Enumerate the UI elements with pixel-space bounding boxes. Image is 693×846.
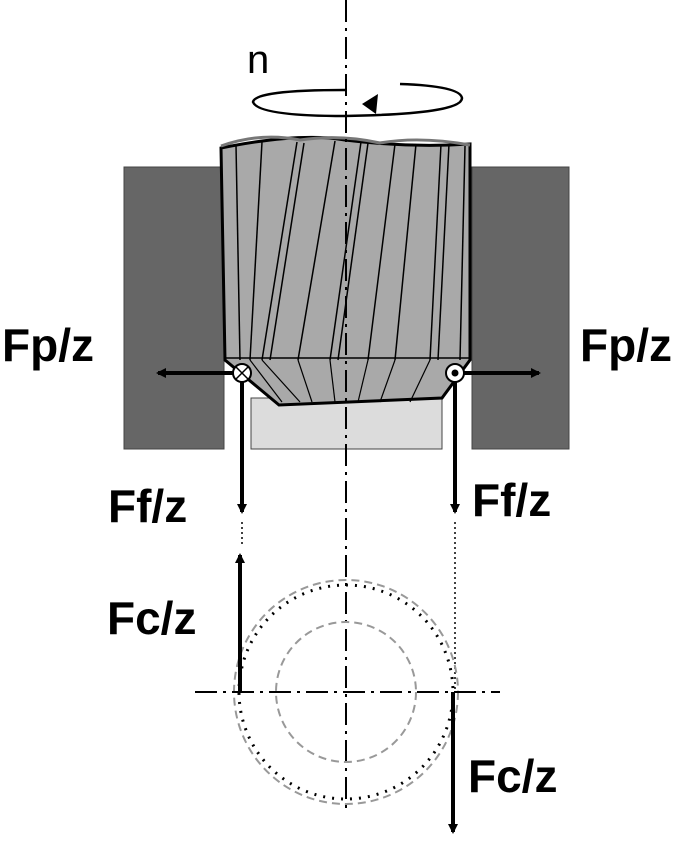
workpiece-right xyxy=(471,166,570,450)
rotation-arrow-icon xyxy=(251,82,464,118)
ff-left-label: Ff/z xyxy=(108,480,187,532)
fp-left-label: Fp/z xyxy=(2,319,94,371)
tip-facets xyxy=(249,359,431,403)
contact-marker-left xyxy=(232,363,252,383)
fc-right-label: Fc/z xyxy=(468,750,557,802)
contact-marker-right xyxy=(445,363,465,383)
inner-dashed-circle xyxy=(275,621,417,763)
fc-left-label: Fc/z xyxy=(107,592,196,644)
rotation-label: n xyxy=(247,38,269,82)
rotation-arrowhead-icon xyxy=(362,94,378,114)
tool-top-edge xyxy=(220,135,471,148)
ff-right-label: Ff/z xyxy=(472,474,551,526)
fp-right-label: Fp/z xyxy=(580,319,672,371)
workpiece-left xyxy=(123,166,225,450)
